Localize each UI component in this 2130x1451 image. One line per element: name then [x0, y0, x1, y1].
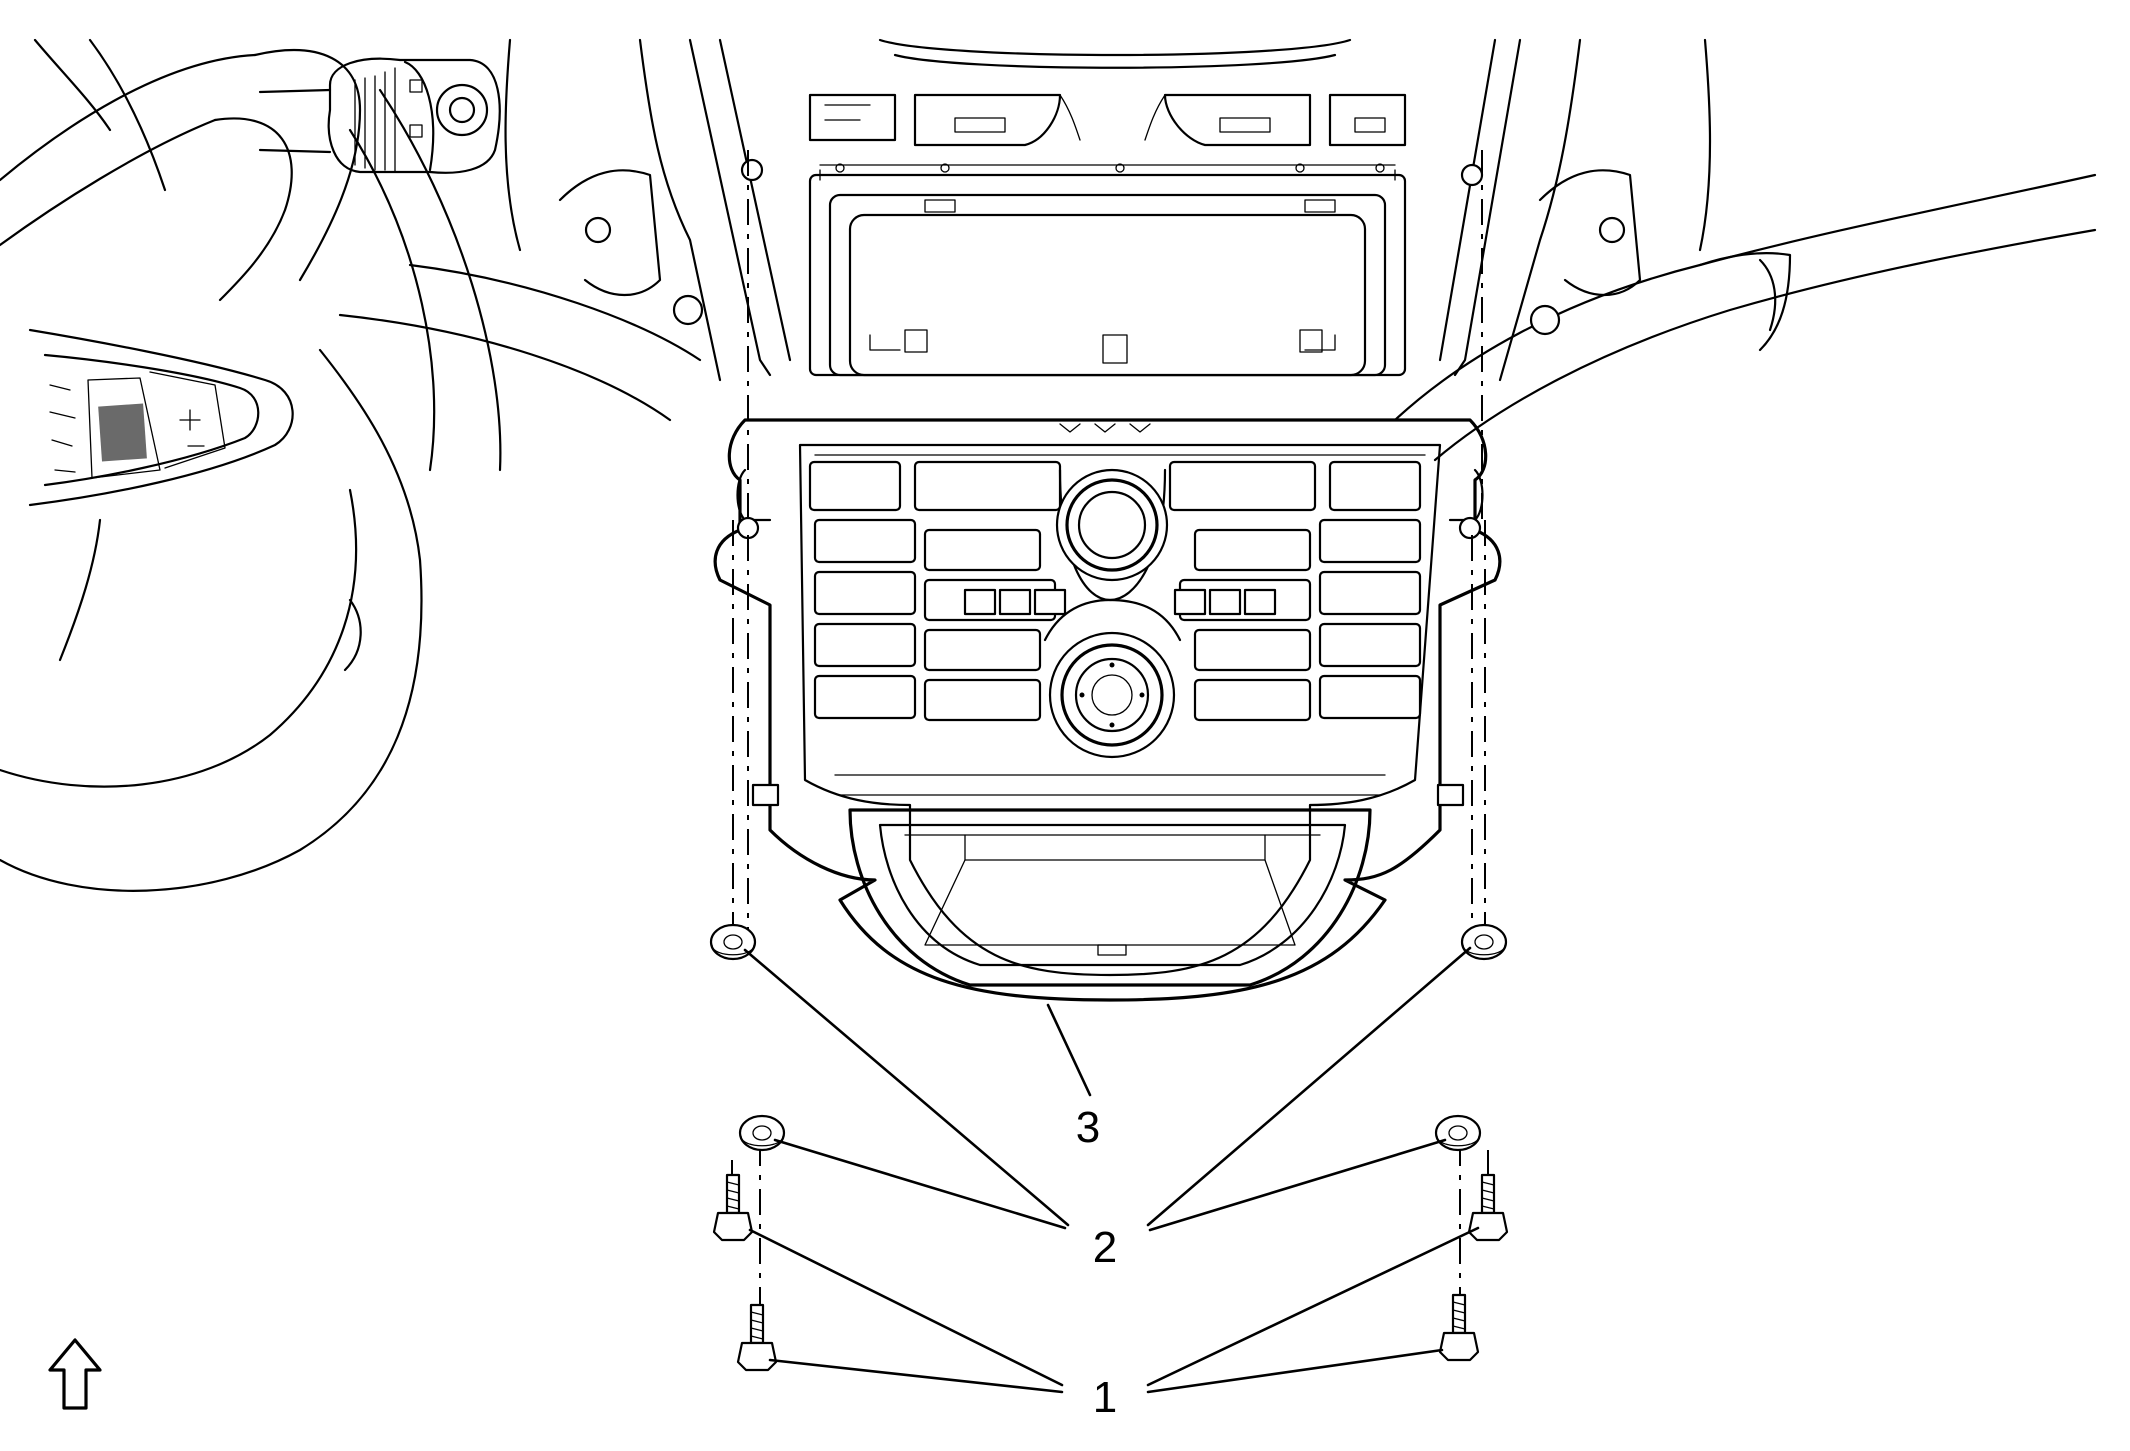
- callout-label-bezel: 3: [1076, 1103, 1100, 1152]
- steering-wheel: [0, 38, 502, 892]
- bolt-lower-right: [1438, 1293, 1480, 1362]
- bolt-lower-left: [736, 1303, 778, 1372]
- steering-wheel-control-pad: [28, 328, 294, 507]
- washer-upper-right: [1460, 923, 1508, 961]
- instrument-panel-outline: [338, 173, 2097, 462]
- washer-lower-left: [738, 1114, 786, 1152]
- side-trim-upper: [504, 38, 1712, 382]
- center-bezel: [713, 418, 1502, 1002]
- washer-lower-right: [1434, 1114, 1482, 1152]
- alignment-centerlines: [731, 150, 1489, 1330]
- light-switch-stalk: [258, 57, 501, 174]
- leader-lines: [743, 946, 1480, 1394]
- bolt-upper-left: [712, 1173, 754, 1242]
- radio-housing: [808, 38, 1407, 377]
- bolt-upper-right: [1467, 1173, 1509, 1242]
- callout-label-washer: 2: [1093, 1223, 1117, 1272]
- up-arrow-outline-icon: [48, 1338, 102, 1410]
- callout-label-fastener: 1: [1093, 1373, 1117, 1422]
